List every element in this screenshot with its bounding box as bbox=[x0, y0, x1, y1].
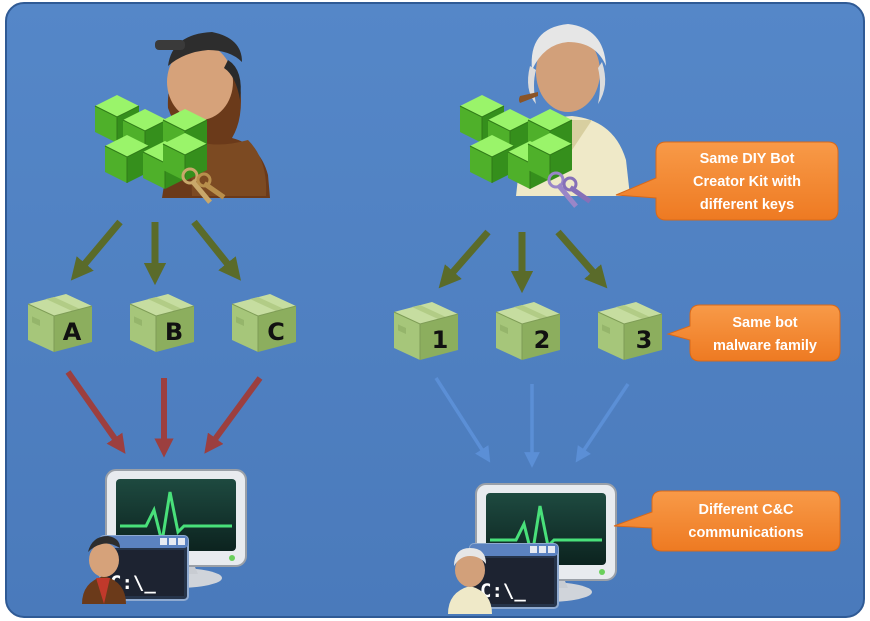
old-man-mini-avatar-icon bbox=[448, 548, 492, 614]
bot-box-c: C bbox=[231, 293, 297, 353]
bot-box-b: B bbox=[129, 293, 195, 353]
bot-box-b-label: B bbox=[165, 318, 183, 346]
callout-kit-line-3: different keys bbox=[700, 197, 794, 213]
bot-box-c-label: C bbox=[267, 318, 285, 346]
kit-to-bots-arrows-right bbox=[438, 229, 608, 294]
bot-box-a: A bbox=[27, 293, 93, 353]
bot-box-a-label: A bbox=[63, 318, 82, 346]
callout-different-cnc: Different C&C communications bbox=[613, 490, 841, 552]
hacker-mini-avatar-icon bbox=[82, 536, 126, 604]
bot-box-2-label: 2 bbox=[534, 326, 551, 354]
bot-box-1: 1 bbox=[393, 301, 459, 361]
bot-box-3-label: 3 bbox=[636, 326, 653, 354]
bot-box-1-label: 1 bbox=[432, 326, 449, 354]
callout-same-family: Same bot malware family bbox=[666, 304, 841, 362]
callout-kit-line-1: Same DIY Bot bbox=[700, 151, 795, 167]
terminal-prompt-right: C:\_ bbox=[480, 580, 526, 602]
callout-cnc-line-1: Different C&C bbox=[698, 502, 794, 518]
callout-same-kit: Same DIY Bot Creator Kit with different … bbox=[615, 141, 839, 221]
callout-family-line-1: Same bot bbox=[732, 315, 797, 331]
terminal-window-right-icon: C:\_ bbox=[469, 543, 559, 609]
bots-to-cnc-arrows-left bbox=[65, 370, 263, 458]
callout-kit-line-2: Creator Kit with bbox=[693, 174, 801, 190]
bots-to-cnc-arrows-right bbox=[434, 377, 630, 468]
callout-family-line-2: malware family bbox=[713, 338, 817, 354]
kit-to-bots-arrows-left bbox=[70, 219, 241, 286]
callout-cnc-line-2: communications bbox=[688, 525, 803, 541]
bot-box-2: 2 bbox=[495, 301, 561, 361]
bot-box-3: 3 bbox=[597, 301, 663, 361]
